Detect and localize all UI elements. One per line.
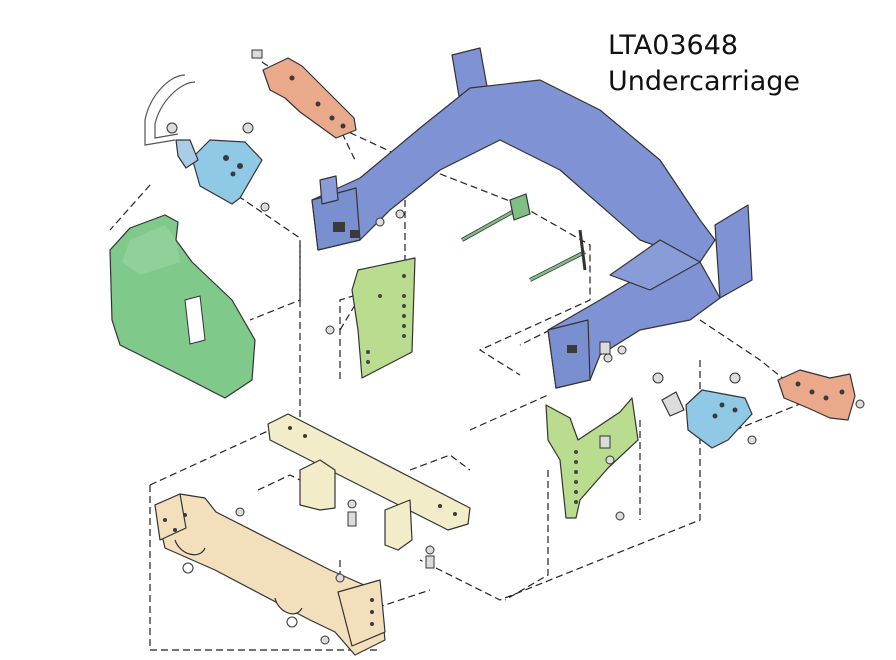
diagram-caption: LTA03648 Undercarriage [608, 28, 800, 100]
left-side-mounting-plate [325, 257, 416, 379]
assembly-title: Undercarriage [608, 66, 801, 97]
front-left-mount-bracket [251, 49, 357, 139]
hitch-receiver-beam [154, 493, 386, 656]
rear-right-mount-bracket [777, 369, 865, 421]
center-cross-plate [267, 413, 471, 569]
tie-rod-assembly [461, 193, 587, 282]
rear-right-stabilizer-bracket [652, 372, 757, 449]
front-left-stabilizer-bracket [166, 122, 270, 212]
part-number-label: LTA03648 [608, 30, 739, 61]
fuel-line-tubes [144, 74, 196, 146]
front-bumper-guard [109, 214, 256, 399]
main-frame-chassis [311, 47, 753, 389]
right-side-mounting-plate [545, 397, 639, 521]
